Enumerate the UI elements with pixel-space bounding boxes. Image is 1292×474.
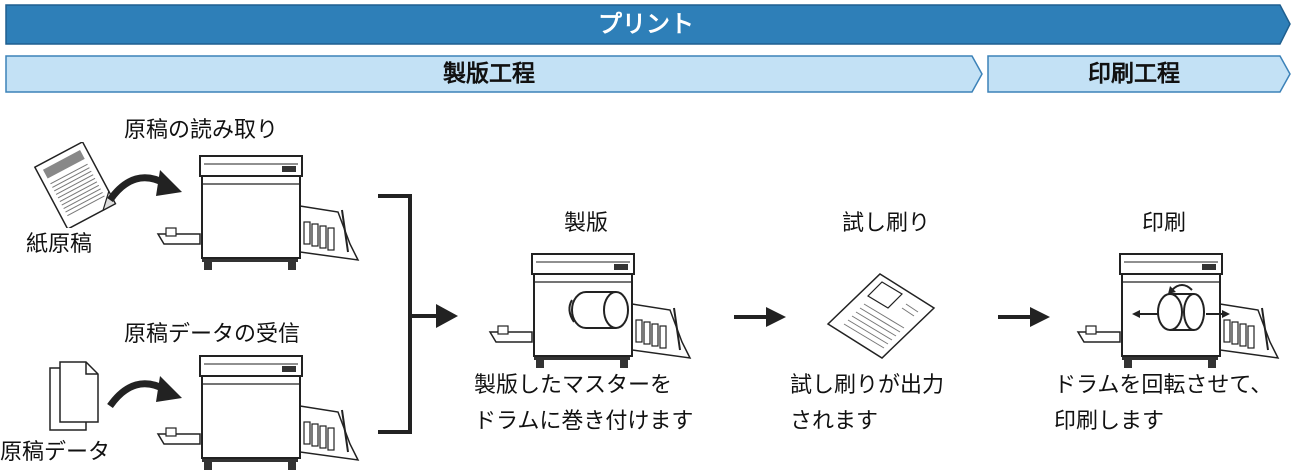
- step-printing-title: 印刷: [1142, 211, 1187, 236]
- step-platemaking-title: 製版: [564, 211, 609, 236]
- scan-arrow-icon: [107, 170, 182, 203]
- data-document-icon: [49, 361, 99, 431]
- proof-sheet-icon: [826, 273, 936, 359]
- merge-bracket: [378, 194, 458, 434]
- step-platemaking-desc-2: ドラムに巻き付けます: [474, 409, 694, 434]
- step-printing-desc-2: 印刷します: [1054, 409, 1165, 434]
- step-arrow-1: [734, 307, 786, 327]
- step-printing-desc-1: ドラムを回転させて、: [1054, 373, 1273, 398]
- phase-bars: [5, 55, 1291, 93]
- data-original-caption: 原稿データの受信: [124, 322, 301, 347]
- print-banner-title: プリント: [598, 10, 694, 38]
- printer-printing-icon: [1077, 253, 1279, 369]
- data-original-label: 原稿データ: [0, 440, 111, 465]
- printer-platemaking-icon: [489, 253, 691, 369]
- printer-scan-icon: [157, 155, 359, 271]
- paper-original-label: 紙原稿: [26, 232, 93, 257]
- step-proof-desc-1: 試し刷りが出力: [790, 373, 945, 398]
- step-proof-desc-2: されます: [790, 409, 879, 434]
- paper-original-caption: 原稿の読み取り: [124, 118, 279, 143]
- step-arrow-2: [998, 307, 1050, 327]
- phase-printing: 印刷工程: [1088, 61, 1180, 87]
- step-platemaking-desc-1: 製版したマスターを: [474, 373, 673, 398]
- phase-platemaking: 製版工程: [443, 61, 535, 87]
- receive-arrow-icon: [107, 376, 182, 409]
- printer-receive-icon: [157, 355, 359, 471]
- paper-document-icon: [33, 142, 117, 228]
- step-proof-title: 試し刷り: [842, 211, 931, 236]
- print-banner: [5, 4, 1291, 45]
